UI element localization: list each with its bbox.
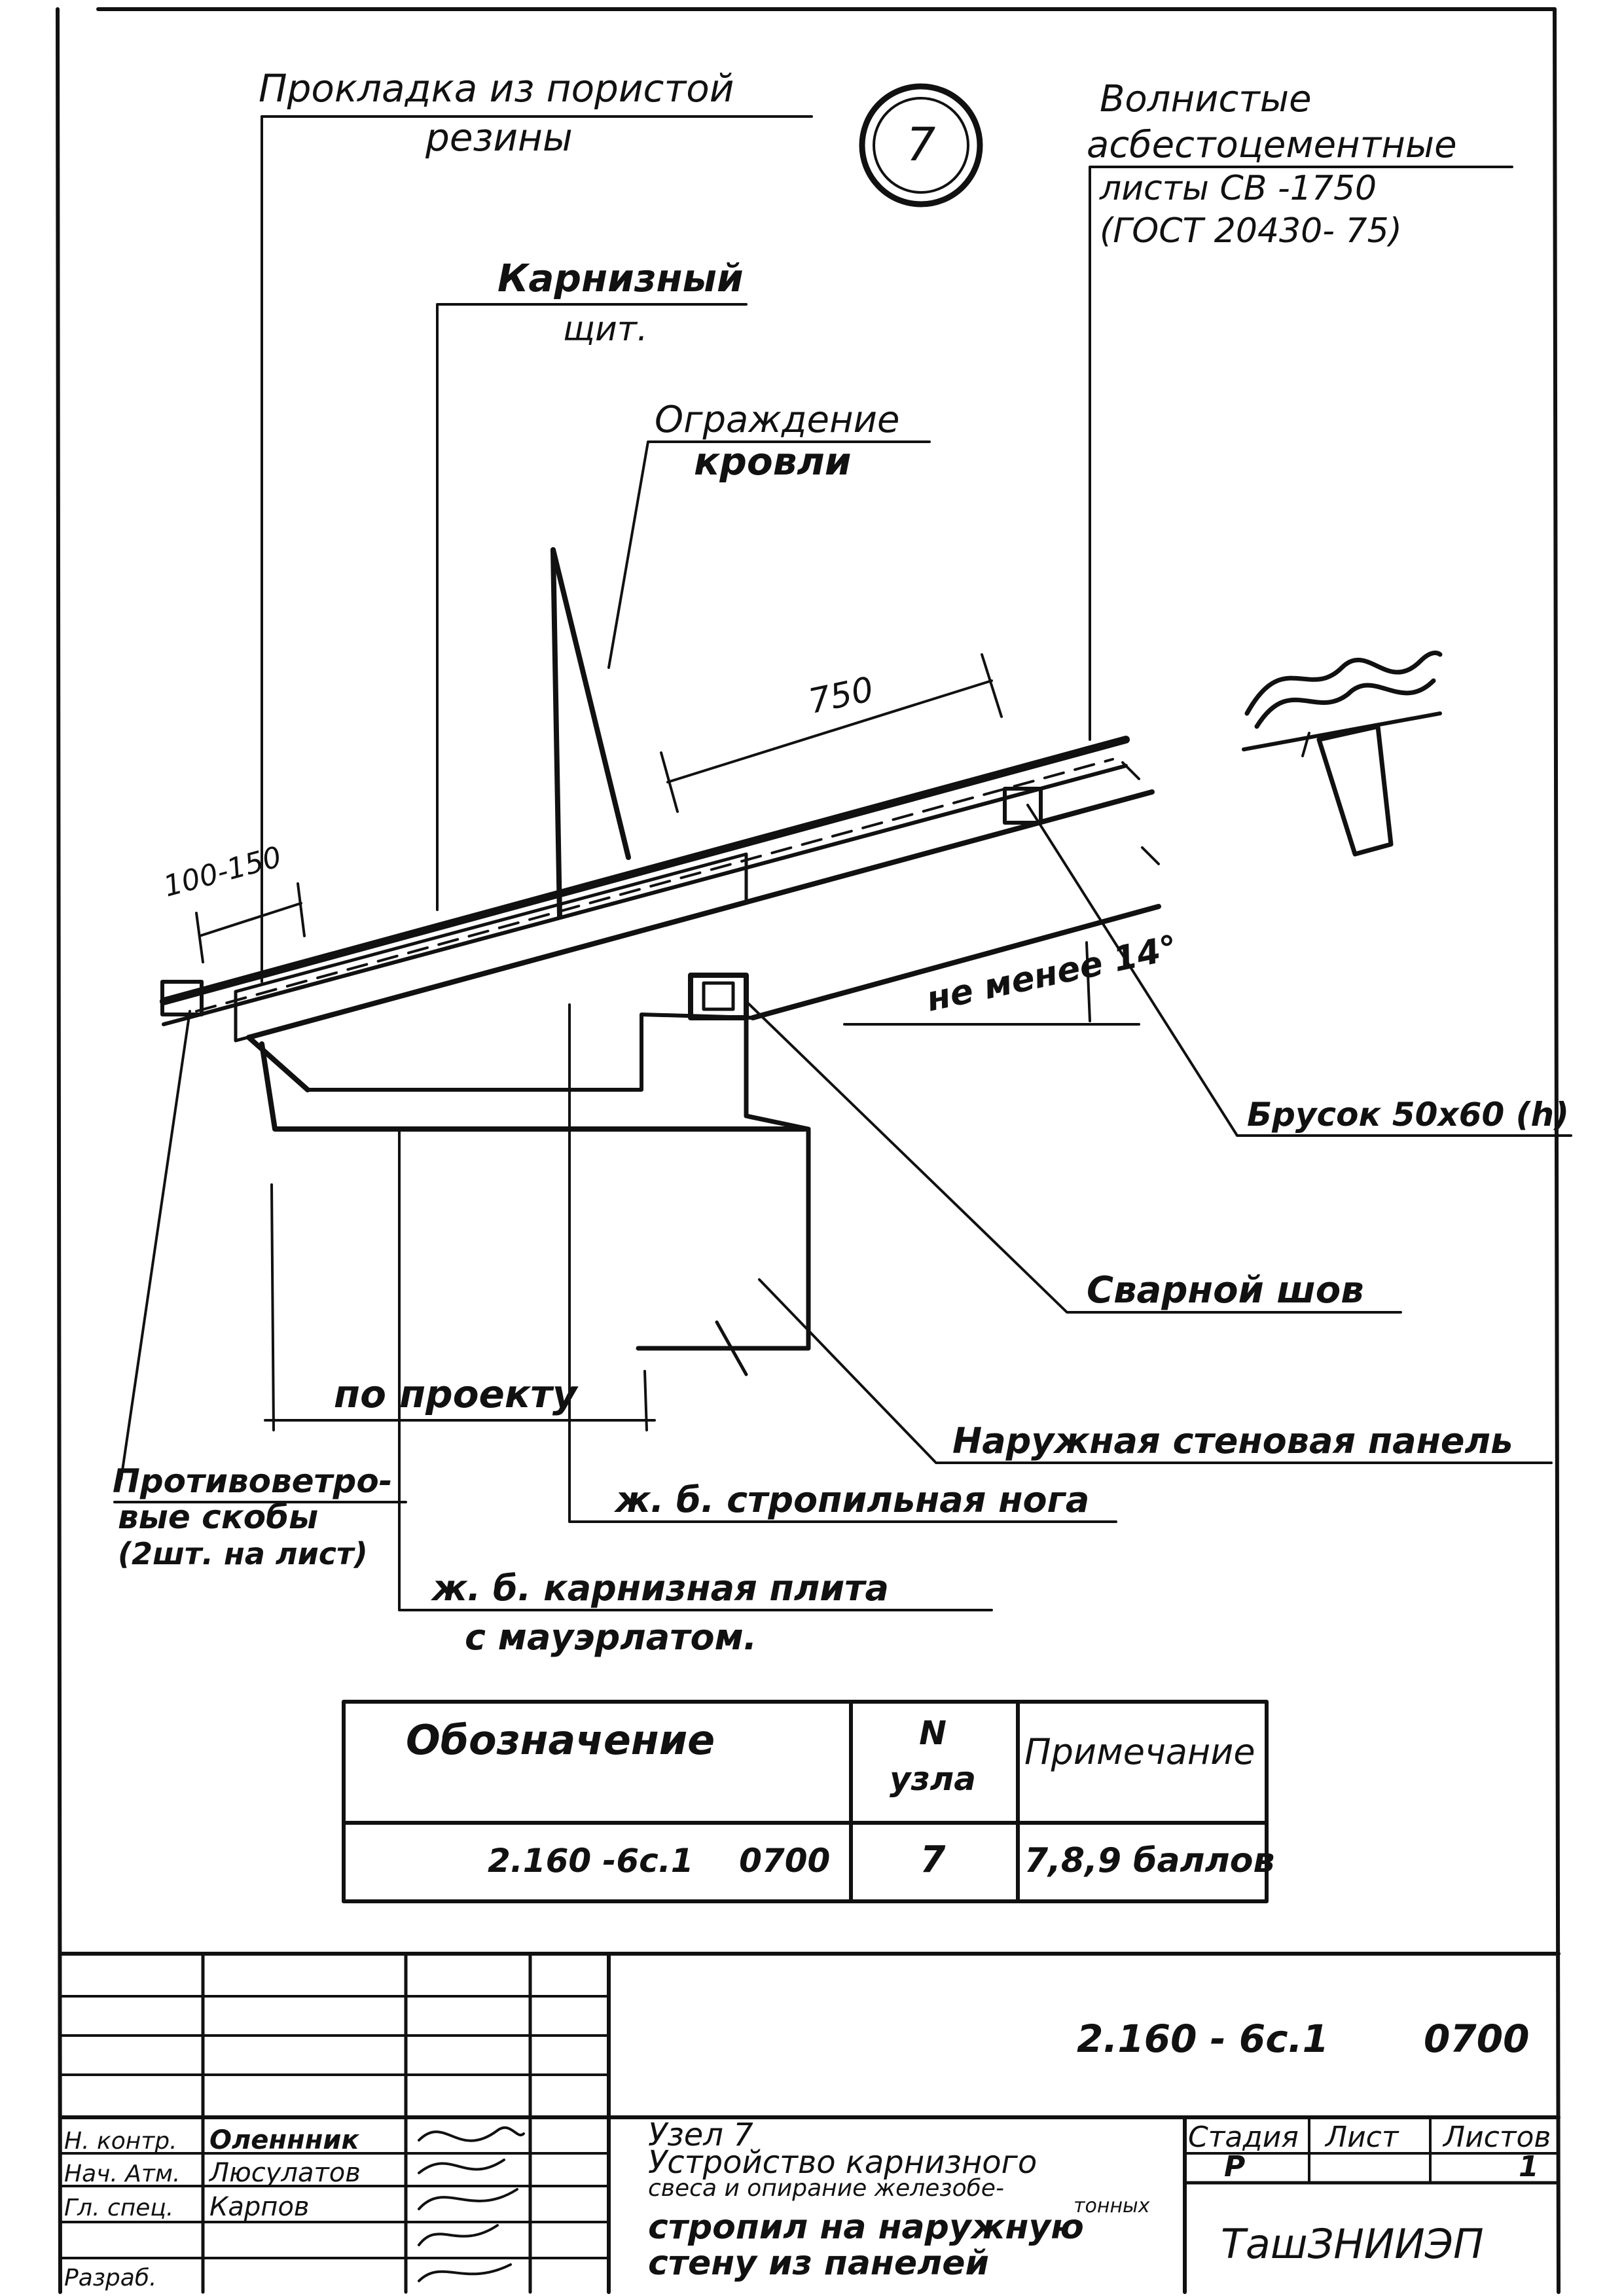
role-0: Н. контр. (64, 2128, 177, 2155)
title-line2: Устройство карнизного (648, 2144, 1037, 2181)
spec-cell-designation: 2.160 -6с.1 0700 (488, 1842, 830, 1880)
signature-marks (418, 2126, 525, 2282)
label-eave-slab: ж. б. карнизная плита с мауэрлатом. (398, 1128, 993, 1658)
spec-header-node-line2: узла (890, 1760, 976, 1798)
title-line6: стену из панелей (648, 2244, 989, 2283)
label-rafter-text: ж. б. стропильная нога (613, 1479, 1089, 1520)
dim-spacing-value: 750 (805, 670, 877, 721)
sheet-frame (56, 7, 1561, 2294)
label-sheets-line4: (ГОСТ 20430- 75) (1100, 211, 1402, 251)
title-sheets: 1 (1519, 2150, 1539, 2183)
name-2: Карпов (209, 2192, 310, 2222)
label-roof-fence: Ограждение кровли (607, 399, 931, 669)
title-code: 2.160 - 6с.1 (1077, 2017, 1329, 2061)
label-weld-text: Сварной шов (1087, 1269, 1364, 1312)
roof-section (160, 547, 1161, 1376)
label-eave-board-line1: Карнизный (497, 256, 744, 300)
label-wall-panel-text: Наружная стеновая панель (952, 1420, 1513, 1462)
label-roof-fence-line2: кровли (694, 439, 852, 484)
spec-header-designation: Обозначение (406, 1716, 715, 1764)
dim-by-project: по проекту (264, 1183, 656, 1431)
label-gasket-line1: Прокладка из пористой (259, 66, 734, 111)
title-stage-label: Стадия (1188, 2121, 1299, 2154)
label-roof-fence-line1: Ограждение (655, 399, 899, 441)
label-gasket: Прокладка из пористой резины (259, 66, 813, 983)
label-sheets-line3: листы СВ -1750 (1099, 169, 1377, 208)
dim-slope-value: не менее 14° (923, 928, 1181, 1020)
spec-header-note: Примечание (1024, 1731, 1255, 1772)
label-gasket-line2: резины (425, 115, 573, 160)
spec-cell-node: 7 (920, 1839, 946, 1881)
title-line3: свеса и опирание железобе- (648, 2175, 1004, 2202)
node-callout: 7 (859, 83, 983, 207)
role-4: Разраб. (64, 2265, 156, 2291)
label-weld: Сварной шов (745, 1000, 1402, 1314)
dim-overhang: 100-150 (160, 840, 306, 963)
node-number: 7 (907, 118, 936, 171)
title-line1: Узел 7 (648, 2117, 753, 2153)
title-sheet-label: Лист (1324, 2121, 1399, 2154)
label-rafter: ж. б. стропильная нога (568, 1003, 1117, 1523)
label-eave-board-line2: щит. (563, 310, 648, 349)
title-org: ТашЗНИИЭП (1221, 2220, 1484, 2268)
role-1: Нач. Атм. (64, 2161, 181, 2187)
name-1: Люсулатов (208, 2158, 361, 2188)
sheet-profile-detail (1242, 651, 1443, 857)
spec-cell-note: 7,8,9 баллов (1024, 1841, 1274, 1880)
label-wall-panel: Наружная стеновая панель (758, 1278, 1553, 1464)
title-code-number: 0700 (1424, 2017, 1529, 2061)
spec-header-node-line1: N (919, 1714, 947, 1752)
label-wind-clips-line2: вые скобы (118, 1498, 318, 1536)
dim-by-project-value: по проекту (334, 1372, 579, 1416)
title-stage: Р (1224, 2150, 1245, 2183)
label-wind-clips-line1: Противоветро- (113, 1462, 392, 1500)
title-line5: стропил на наружную (648, 2208, 1084, 2247)
label-sheets: Волнистые асбестоцементные листы СВ -175… (1087, 78, 1513, 741)
label-wind-clips-line3: (2шт. на лист) (118, 1536, 368, 1571)
name-0: Оленнник (209, 2125, 359, 2155)
dim-overhang-value: 100-150 (160, 840, 285, 904)
title-block: 2.160 - 6с.1 0700 Узел 7 Устройство карн… (58, 1952, 1561, 2294)
label-wind-clips: Противоветро- вые скобы (2шт. на лист) (113, 1010, 407, 1571)
role-2: Гл. спец. (64, 2195, 173, 2221)
label-eave-slab-line1: ж. б. карнизная плита (430, 1568, 889, 1609)
label-sheets-line1: Волнистые (1100, 78, 1312, 120)
label-sheets-line2: асбестоцементные (1087, 124, 1457, 166)
label-timber: Брусок 50х60 (h) (1026, 804, 1572, 1137)
label-timber-text: Брусок 50х60 (h) (1247, 1096, 1569, 1134)
label-eave-slab-line2: с мауэрлатом. (465, 1617, 757, 1658)
title-sheets-label: Листов (1442, 2121, 1551, 2154)
spec-table: Обозначение N узла Примечание 2.160 -6с.… (342, 1700, 1274, 1903)
label-eave-board: Карнизный щит. (436, 256, 748, 911)
title-line4: тонных (1074, 2195, 1150, 2217)
